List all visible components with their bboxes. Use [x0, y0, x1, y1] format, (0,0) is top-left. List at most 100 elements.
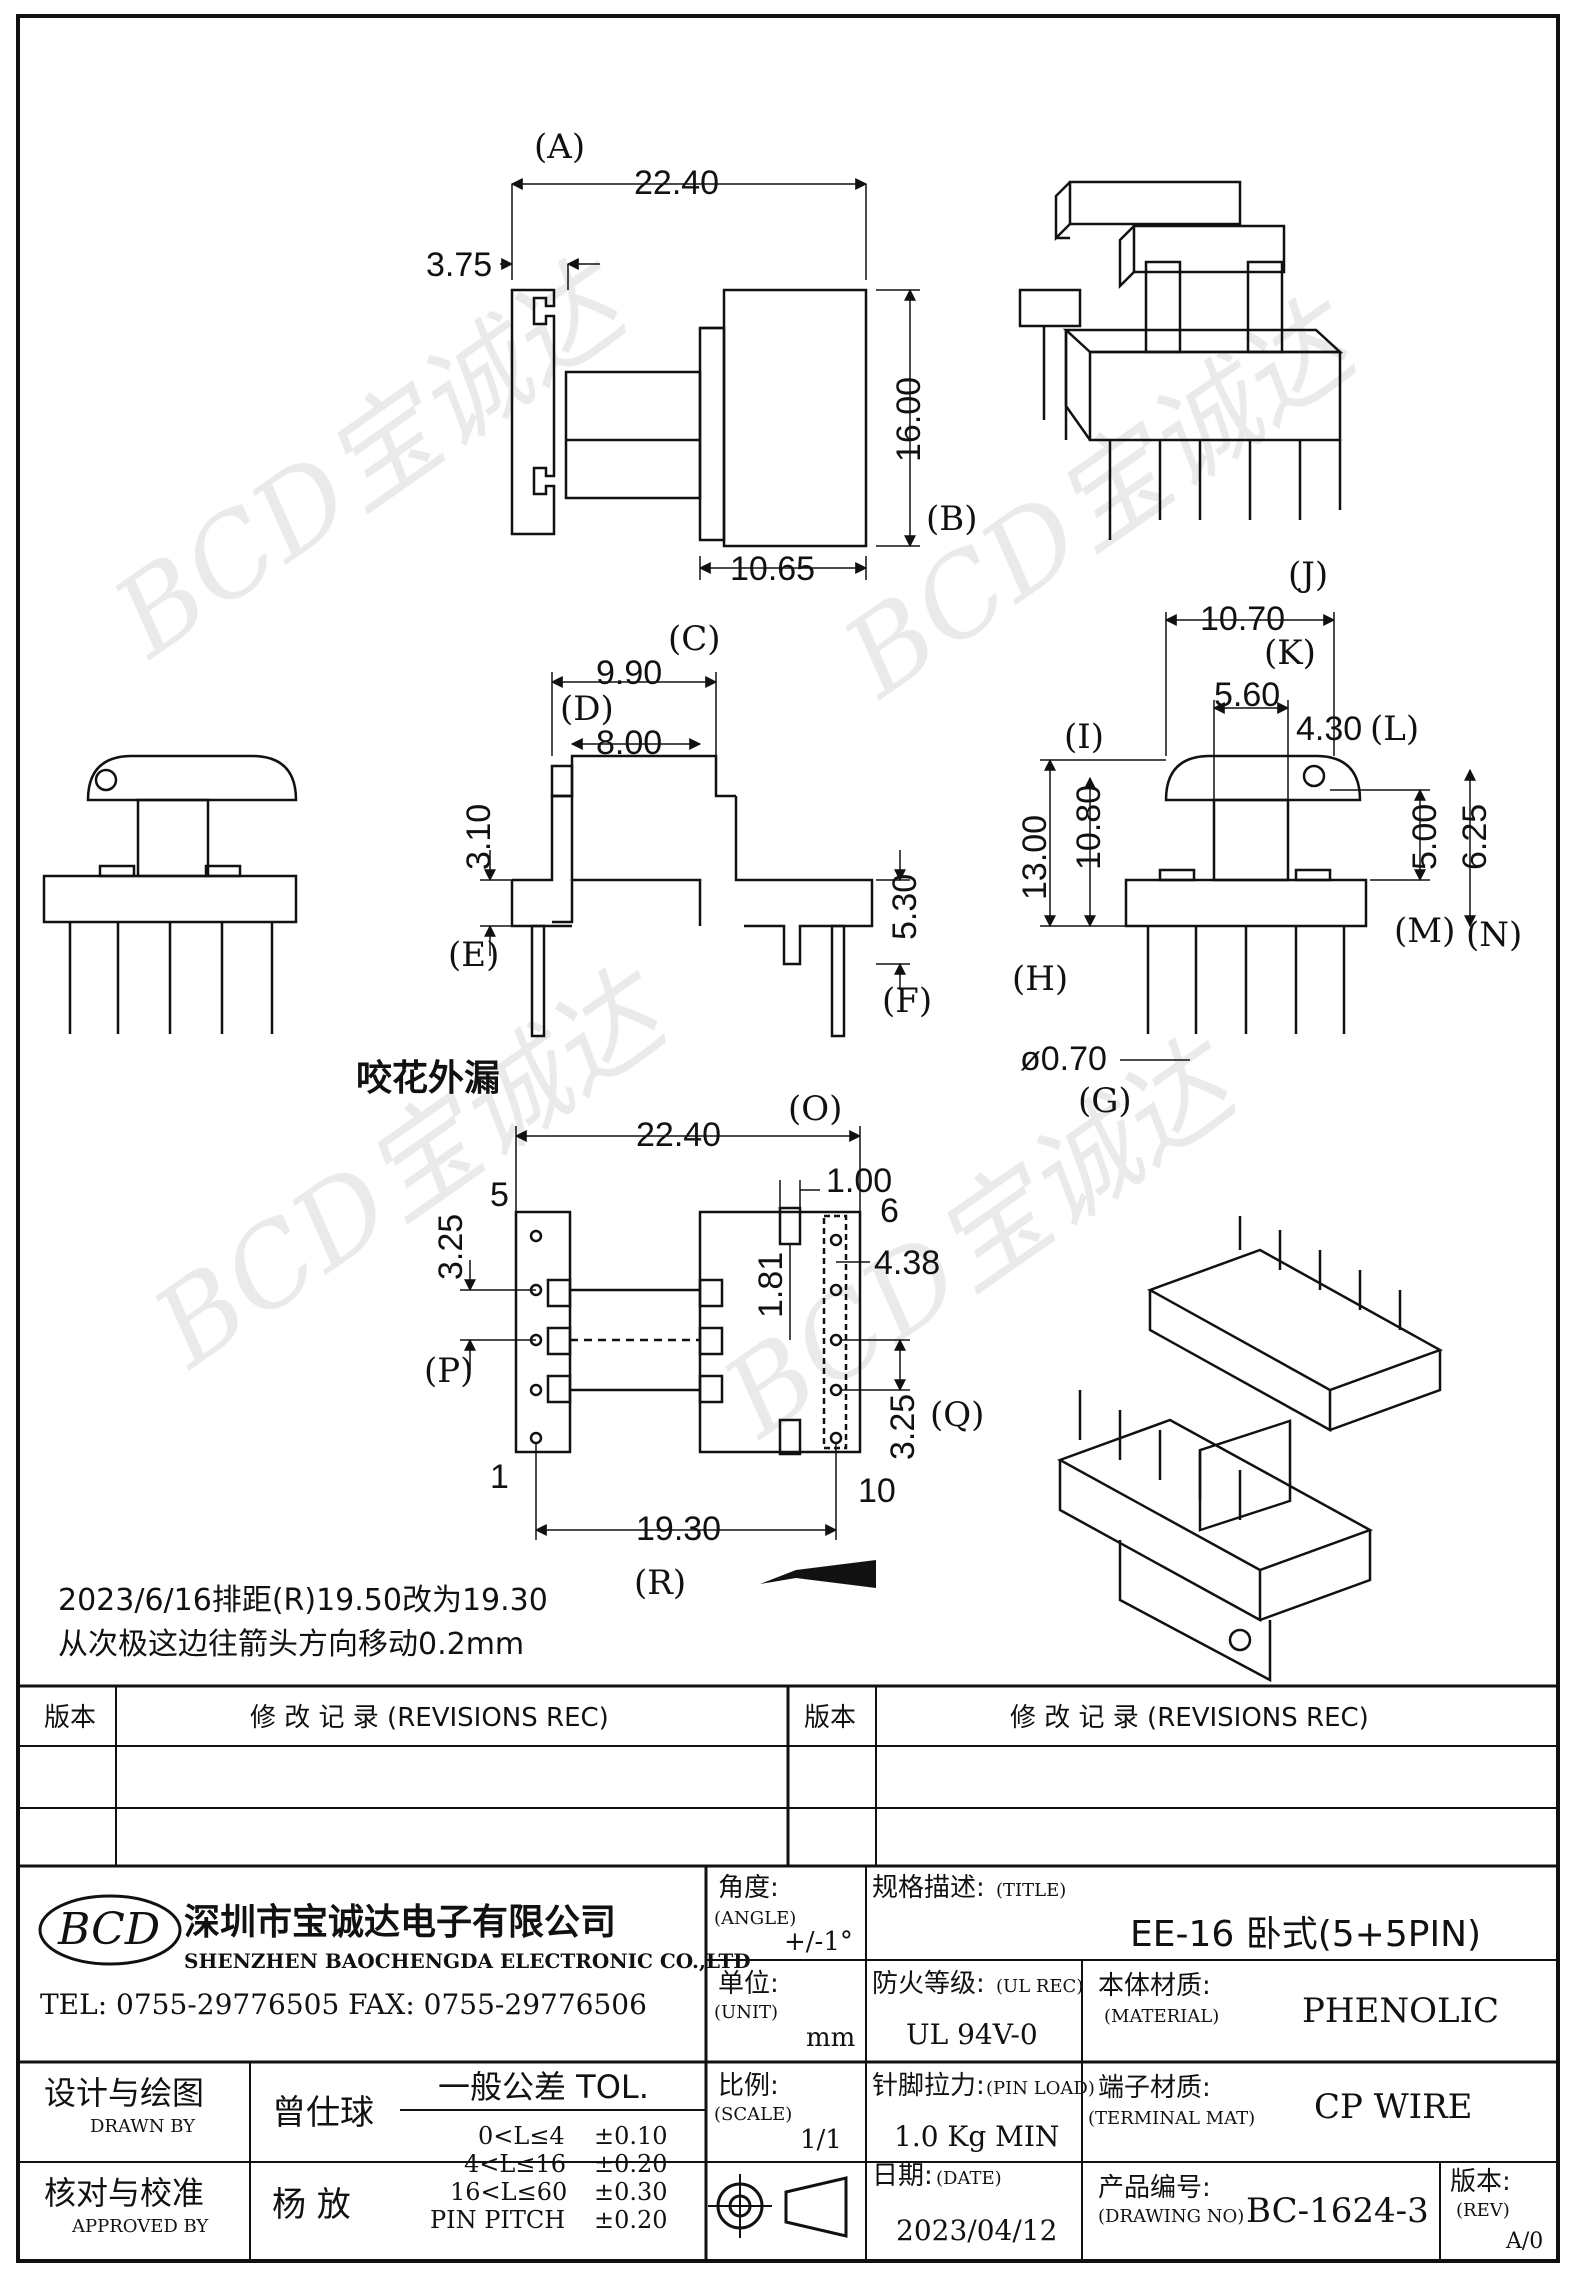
- pin-number-10: 10: [858, 1472, 896, 1510]
- tol-label: 一般公差 TOL.: [438, 2068, 649, 2106]
- note-leak: 咬花外漏: [356, 1058, 500, 1099]
- unit-label-en: (UNIT): [714, 2002, 778, 2023]
- company-name-en: SHENZHEN BAOCHENGDA ELECTRONIC CO.,LTD: [184, 1949, 751, 1973]
- tol-value: ±0.20: [594, 2150, 668, 2178]
- dim-top-height: 16.00: [890, 377, 928, 462]
- unit-value: mm: [806, 2023, 855, 2053]
- drawn-label-en: DRAWN BY: [90, 2116, 196, 2137]
- dim-side-n: 6.25: [1456, 804, 1494, 870]
- title-label-en: (TITLE): [996, 1880, 1066, 1901]
- terminal-value: CP WIRE: [1314, 2087, 1473, 2127]
- label-a: (A): [534, 127, 585, 167]
- rev-value: A/0: [1505, 2229, 1543, 2254]
- label-n: (N): [1466, 915, 1522, 955]
- rev-rec-label-left: 修 改 记 录 (REVISIONS REC): [250, 1703, 609, 1733]
- label-o: (O): [788, 1089, 842, 1129]
- tol-range: PIN PITCH: [430, 2206, 565, 2234]
- ul-label-en: (UL REC): [996, 1976, 1083, 1997]
- approved-label: 核对与校准: [44, 2174, 204, 2212]
- dim-side-l: 4.30: [1296, 710, 1362, 748]
- dim-side-j: 10.70: [1200, 600, 1285, 638]
- right-side-view-dims: [1040, 612, 1476, 1061]
- company-name-cn: 深圳市宝诚达电子有限公司: [184, 1902, 616, 1943]
- pin-load-value: 1.0 Kg MIN: [894, 2120, 1059, 2153]
- label-e: (E): [448, 935, 499, 975]
- label-k: (K): [1264, 633, 1316, 673]
- projection-symbol: [708, 2174, 848, 2238]
- tol-value: ±0.10: [594, 2122, 668, 2150]
- scale-value: 1/1: [800, 2125, 842, 2155]
- rev-label: 版本:: [1450, 2167, 1511, 2197]
- ul-value: UL 94V-0: [906, 2018, 1038, 2051]
- iso-view-top: [1018, 180, 1344, 540]
- dim-bottom-438: 4.38: [874, 1244, 940, 1282]
- rev-ver-label-left: 版本: [44, 1703, 96, 1733]
- dim-side-h: 13.00: [1016, 815, 1054, 900]
- bottom-view: [514, 1206, 862, 1456]
- pin-load-label-en: (PIN LOAD): [986, 2078, 1095, 2099]
- company-logo: BCD: [38, 1894, 182, 1966]
- date-label-en: (DATE): [936, 2168, 1002, 2189]
- pin-load-label: 针脚拉力:: [872, 2071, 985, 2101]
- label-g: (G): [1078, 1081, 1132, 1121]
- approved-label-en: APPROVED BY: [71, 2216, 209, 2237]
- dim-bottom-181: 1.81: [752, 1252, 790, 1318]
- top-view-dims: [500, 178, 920, 580]
- date-value: 2023/04/12: [896, 2214, 1057, 2247]
- rev-rec-label-right: 修 改 记 录 (REVISIONS REC): [1010, 1703, 1369, 1733]
- scale-label-en: (SCALE): [714, 2104, 792, 2125]
- material-label: 本体材质:: [1098, 1971, 1211, 2001]
- dim-side-m: 5.00: [1406, 804, 1444, 870]
- dim-top-width: 22.40: [634, 164, 719, 202]
- dim-bottom-q: 3.25: [884, 1394, 922, 1460]
- label-f: (F): [882, 981, 932, 1021]
- watermark-text: BCD宝诚达: [130, 944, 694, 1393]
- angle-label-en: (ANGLE): [714, 1908, 796, 1929]
- dim-top-flange: 3.75: [426, 246, 492, 284]
- unit-label: 单位:: [718, 1969, 779, 1999]
- label-r: (R): [634, 1563, 686, 1603]
- watermark-text: BCD宝诚达: [90, 234, 654, 683]
- right-side-view: [1124, 754, 1368, 1034]
- title-block-grid: [18, 1864, 1558, 2261]
- direction-arrow: [760, 1560, 876, 1588]
- dim-front-d: 8.00: [596, 724, 662, 762]
- dim-front-c: 9.90: [596, 654, 662, 692]
- bottom-view-dims: [460, 1126, 910, 1540]
- pin-number-6: 6: [880, 1192, 899, 1230]
- tol-range: 0<L≤4: [478, 2122, 565, 2150]
- pin-number-5: 5: [490, 1176, 509, 1214]
- front-view: [510, 754, 874, 1038]
- label-p: (P): [424, 1351, 473, 1391]
- material-label-en: (MATERIAL): [1104, 2006, 1219, 2027]
- iso-view-bottom: [1056, 1216, 1444, 1683]
- top-view: [510, 288, 868, 548]
- angle-value: +/-1°: [784, 1927, 853, 1957]
- drawn-value: 曾仕球: [272, 2093, 374, 2133]
- company-tel-fax: TEL: 0755-29776505 FAX: 0755-29776506: [40, 1988, 647, 2021]
- note-line-2: 从次极这边往箭头方向移动0.2mm: [58, 1627, 524, 1662]
- terminal-label: 端子材质:: [1098, 2073, 1211, 2103]
- drawing-no-label-en: (DRAWING NO): [1098, 2206, 1244, 2227]
- label-c: (C): [668, 619, 721, 659]
- note-line-1: 2023/6/16排距(R)19.50改为19.30: [58, 1583, 548, 1618]
- ul-label: 防火等级:: [872, 1969, 985, 1999]
- svg-text:BCD: BCD: [57, 1904, 160, 1955]
- tol-value: ±0.30: [594, 2178, 668, 2206]
- dim-side-k: 5.60: [1214, 676, 1280, 714]
- label-h: (H): [1012, 959, 1068, 999]
- terminal-label-en: (TERMINAL MAT): [1088, 2108, 1255, 2129]
- title-label: 规格描述:: [872, 1873, 985, 1903]
- tol-range: 4<L≤16: [464, 2150, 566, 2178]
- title-value: EE-16 卧式(5+5PIN): [1130, 1914, 1481, 1955]
- drawing-no-label: 产品编号:: [1098, 2173, 1211, 2203]
- label-i: (I): [1064, 717, 1104, 757]
- label-l: (L): [1370, 709, 1419, 749]
- pin-number-1: 1: [490, 1458, 509, 1496]
- scale-label: 比例:: [718, 2071, 779, 2101]
- dim-side-i: 10.80: [1070, 785, 1108, 870]
- label-d: (D): [560, 689, 614, 729]
- tol-value: ±0.20: [594, 2206, 668, 2234]
- dim-side-g: ø0.70: [1020, 1040, 1107, 1078]
